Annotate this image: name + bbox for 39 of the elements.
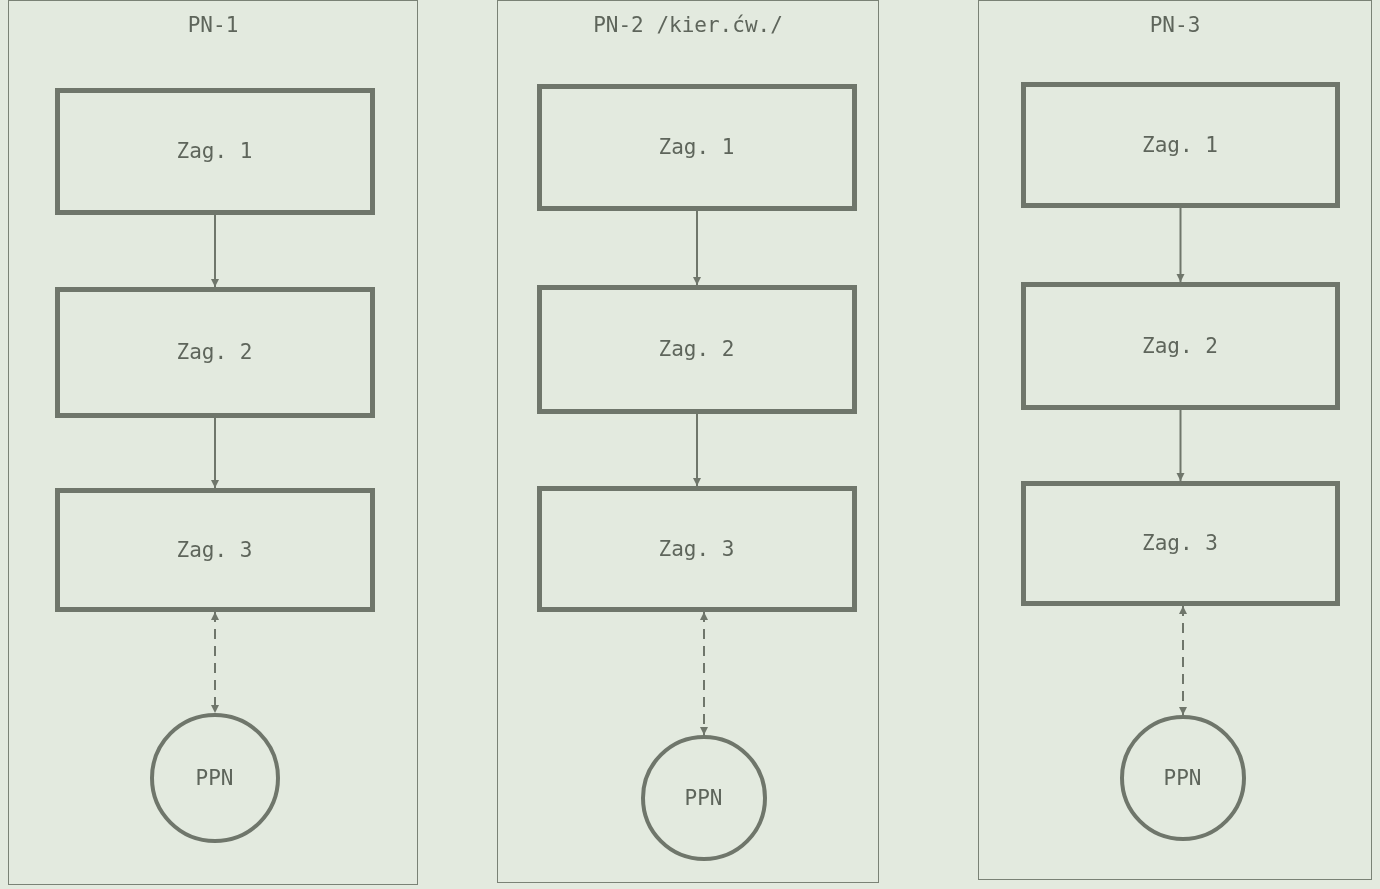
arrow [1176,207,1185,283]
node-label: Zag. 3 [176,537,253,562]
node-label: Zag. 2 [176,340,253,364]
node-label: Zag. 1 [658,135,735,159]
process-box [536,284,857,414]
circle-node [1119,714,1246,841]
process-box [1020,281,1340,410]
process-box [1020,81,1340,208]
circle-node [149,712,280,843]
process-box [1020,480,1340,606]
process-box [54,487,375,612]
group-panel [8,0,418,885]
panel-title: PN-1 [187,13,239,37]
process-box [54,87,375,215]
node-label: PPN [1163,765,1202,790]
node-label: PPN [684,785,723,810]
node-label: Zag. 2 [1142,333,1218,358]
node-label: Zag. 3 [658,536,735,561]
process-box [54,286,375,418]
arrow [1179,605,1187,716]
arrow [1176,409,1185,482]
node-label: PPN [195,765,234,790]
arrow [211,417,219,489]
arrow [700,611,708,736]
arrow [211,611,219,714]
arrow [211,214,219,288]
group-panel [978,0,1372,880]
panel-title: PN-3 [1149,13,1201,37]
node-label: Zag. 1 [1142,132,1218,157]
node-label: Zag. 2 [658,337,735,361]
process-box [536,485,857,612]
arrow [693,210,701,286]
process-box [536,83,857,211]
node-label: Zag. 1 [176,139,253,163]
arrow [693,413,701,487]
circle-node [640,734,767,861]
node-label: Zag. 3 [1142,531,1218,555]
panel-title: PN-2 /kier.ćw./ [593,13,783,37]
group-panel [497,0,879,883]
